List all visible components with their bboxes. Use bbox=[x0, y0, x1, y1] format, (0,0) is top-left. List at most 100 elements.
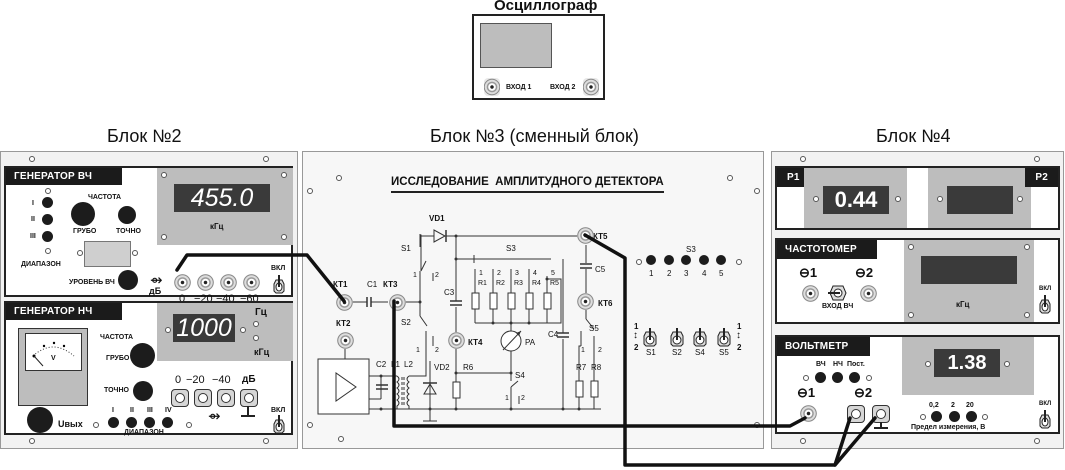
af-range-button-1[interactable] bbox=[108, 417, 119, 428]
freqmeter-input-selector[interactable] bbox=[828, 284, 848, 302]
af-output-jack-ground[interactable] bbox=[240, 389, 258, 407]
freqmeter-input1-icon: ⊖1 bbox=[799, 265, 818, 280]
rf-level-knob[interactable] bbox=[118, 270, 138, 290]
screw bbox=[161, 234, 167, 240]
label-tap-2: 2 bbox=[497, 270, 501, 277]
s3-button-5[interactable] bbox=[716, 255, 726, 265]
screw bbox=[736, 259, 742, 265]
rf-output-jack-20[interactable] bbox=[197, 274, 214, 291]
s5-toggle[interactable] bbox=[717, 327, 731, 347]
rf-coarse-knob[interactable] bbox=[71, 202, 95, 226]
af-output-jack-20[interactable] bbox=[194, 389, 212, 407]
output-arrow-icon: ⇴ bbox=[208, 408, 221, 425]
oscilloscope-title: Осциллограф bbox=[494, 0, 598, 14]
s3-button-4[interactable] bbox=[699, 255, 709, 265]
label-s5-pos1: 1 bbox=[581, 347, 585, 354]
screw bbox=[161, 172, 167, 178]
kt4-jack[interactable] bbox=[448, 332, 465, 349]
s3-button-2[interactable] bbox=[664, 255, 674, 265]
s1-toggle[interactable] bbox=[643, 327, 657, 347]
rf-generator-header: ГЕНЕРАТОР ВЧ bbox=[6, 168, 123, 185]
label-c4: C4 bbox=[548, 330, 559, 339]
s3-button-1[interactable] bbox=[646, 255, 656, 265]
screw bbox=[800, 438, 806, 444]
voltmeter-display-panel: 1.38 bbox=[902, 337, 1034, 395]
label-s1-pos1: 1 bbox=[413, 272, 417, 279]
rf-range-button-2[interactable] bbox=[42, 214, 53, 225]
range-label-2: II bbox=[31, 216, 35, 223]
kt6-jack[interactable] bbox=[577, 293, 594, 310]
rf-output-jack-0[interactable] bbox=[174, 274, 191, 291]
voltmeter-input2-icon: ⊖2 bbox=[854, 385, 873, 400]
s3-button-3[interactable] bbox=[681, 255, 691, 265]
af-fine-knob[interactable] bbox=[133, 381, 153, 401]
oscilloscope-input2-label: ВХОД 2 bbox=[550, 84, 576, 91]
voltmeter-input1-icon: ⊖1 bbox=[797, 385, 816, 400]
screw bbox=[803, 375, 809, 381]
toggle-pos-bottom-right: 2 bbox=[737, 343, 742, 352]
meter-scale-icon bbox=[32, 341, 75, 367]
af-output-level-knob[interactable] bbox=[27, 407, 53, 433]
ground-icon-base bbox=[874, 427, 888, 429]
rf-output-jack-40[interactable] bbox=[220, 274, 237, 291]
voltmeter-mode-dc-button[interactable] bbox=[849, 372, 860, 383]
rf-range-button-1[interactable] bbox=[42, 197, 53, 208]
af-range-button-2[interactable] bbox=[126, 417, 137, 428]
label-s4: S4 bbox=[515, 371, 525, 380]
range-label-3: III bbox=[30, 233, 36, 240]
s2-toggle[interactable] bbox=[670, 327, 684, 347]
kt5-jack[interactable] bbox=[577, 227, 594, 244]
rf-range-button-3[interactable] bbox=[42, 231, 53, 242]
voltmeter-range-0.2-button[interactable] bbox=[931, 411, 942, 422]
p2-display-panel bbox=[928, 168, 1031, 228]
voltmeter-mode-rf-button[interactable] bbox=[815, 372, 826, 383]
rf-level-label: УРОВЕНЬ ВЧ bbox=[69, 279, 115, 286]
kt1-jack[interactable] bbox=[336, 294, 353, 311]
rf-output-jack-60[interactable] bbox=[243, 274, 260, 291]
voltmeter-range-20-button[interactable] bbox=[966, 411, 977, 422]
toggle-label-s5: S5 bbox=[719, 348, 729, 357]
voltmeter-input1-jack[interactable] bbox=[800, 405, 817, 422]
rf-fine-knob[interactable] bbox=[118, 206, 136, 224]
kt3-jack[interactable] bbox=[389, 294, 406, 311]
af-power-label: ВКЛ bbox=[271, 407, 286, 414]
s3-selector-label: S3 bbox=[686, 245, 696, 254]
label-tap-4: 4 bbox=[533, 270, 537, 277]
oscilloscope-input2-jack[interactable] bbox=[583, 78, 599, 96]
oscilloscope-screen bbox=[480, 23, 552, 68]
af-power-toggle[interactable] bbox=[272, 414, 286, 434]
oscilloscope-panel: ВХОД 1 ВХОД 2 bbox=[472, 14, 605, 100]
af-coarse-knob[interactable] bbox=[130, 343, 155, 368]
freqmeter-input2-jack[interactable] bbox=[860, 285, 877, 302]
oscilloscope-input1-jack[interactable] bbox=[484, 78, 500, 96]
voltmeter-mode-af-button[interactable] bbox=[832, 372, 843, 383]
p1-display: 0.44 bbox=[823, 186, 889, 214]
label-tap-1: 1 bbox=[479, 270, 483, 277]
af-range-button-4[interactable] bbox=[162, 417, 173, 428]
voltmeter-ground-jack[interactable] bbox=[872, 405, 890, 423]
label-s1: S1 bbox=[401, 244, 411, 253]
rf-power-toggle[interactable] bbox=[272, 274, 286, 294]
af-range-button-3[interactable] bbox=[144, 417, 155, 428]
voltmeter-range-2-button[interactable] bbox=[949, 411, 960, 422]
freqmeter-power-toggle[interactable] bbox=[1038, 294, 1052, 314]
voltmeter-power-toggle[interactable] bbox=[1038, 409, 1052, 429]
voltmeter-input2-label: 2 bbox=[864, 385, 873, 400]
label-c1: C1 bbox=[367, 280, 378, 289]
screw bbox=[813, 196, 819, 202]
screw bbox=[982, 414, 988, 420]
af-frequency-label: ЧАСТОТА bbox=[100, 334, 134, 341]
af-atten-label-40: −40 bbox=[212, 374, 231, 386]
af-range-label-3: III bbox=[147, 407, 153, 414]
screw bbox=[908, 312, 914, 318]
block2-panel: ГЕНЕРАТОР ВЧ 455.0 кГц I II III ДИАПАЗОН… bbox=[0, 151, 298, 449]
voltmeter-input2-jack[interactable] bbox=[847, 405, 865, 423]
af-output-jack-40[interactable] bbox=[217, 389, 235, 407]
af-output-jack-0[interactable] bbox=[171, 389, 189, 407]
freqmeter-input2-label: 2 bbox=[865, 265, 874, 280]
updown-arrow-icon: ↕ bbox=[736, 330, 741, 341]
oscilloscope-input1-label: ВХОД 1 bbox=[506, 84, 532, 91]
s4-toggle[interactable] bbox=[693, 327, 707, 347]
kt2-jack[interactable] bbox=[337, 332, 354, 349]
freqmeter-input1-jack[interactable] bbox=[802, 285, 819, 302]
